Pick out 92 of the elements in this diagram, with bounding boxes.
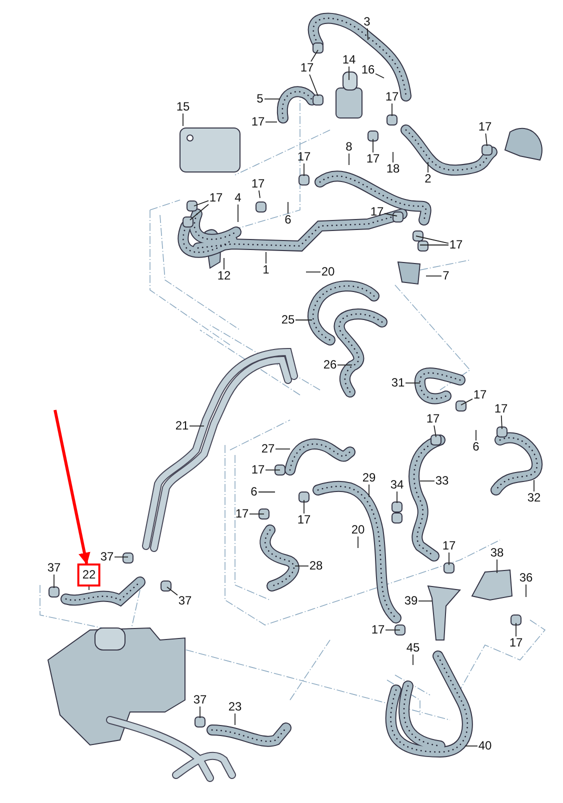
callout-number: 27 <box>260 442 276 456</box>
callout-number: 28 <box>308 560 324 572</box>
callout-number: 17 <box>472 388 488 402</box>
leader-line <box>366 28 368 40</box>
callout-number: 17 <box>493 402 509 416</box>
leader-line <box>372 138 374 153</box>
callout-number: 1 <box>262 264 270 276</box>
callout-number: 17 <box>370 624 386 636</box>
leader-line <box>416 236 449 244</box>
callout-number: 17 <box>296 514 312 526</box>
callout-number: 17 <box>234 508 250 520</box>
leader-line <box>258 190 260 198</box>
callout-number: 17 <box>250 178 266 190</box>
callout-number: 33 <box>434 474 450 488</box>
callout-number: 37 <box>99 550 115 564</box>
callout-number: 17 <box>296 150 312 164</box>
leader-line <box>182 113 184 126</box>
callout-number: 17 <box>508 636 524 650</box>
leader-line <box>190 204 209 220</box>
leader-line <box>448 552 450 566</box>
callout-number: 36 <box>518 572 534 584</box>
callout-number: 17 <box>448 238 464 252</box>
callout-number: 39 <box>403 594 419 608</box>
callout-number: 3 <box>362 16 372 28</box>
arrow <box>54 410 90 565</box>
callout-number: 14 <box>341 54 357 66</box>
leader-line <box>234 713 236 726</box>
callout-number: 38 <box>489 546 505 560</box>
leader-line <box>418 600 432 602</box>
leader-line <box>485 133 488 146</box>
leader-line <box>264 98 280 100</box>
callout-number: 8 <box>344 140 354 154</box>
callout-number: 17 <box>250 464 266 476</box>
callout-number: 21 <box>174 420 190 432</box>
leader-line <box>166 586 178 596</box>
callout-number: 32 <box>526 492 542 504</box>
callout-number: 29 <box>361 472 377 484</box>
callout-number: 15 <box>175 100 191 114</box>
callout-number: 6 <box>472 440 480 454</box>
leader-line <box>500 415 502 430</box>
leader-line <box>405 382 420 384</box>
callout-number: 17 <box>425 412 441 426</box>
callout-number: 37 <box>177 594 193 608</box>
callout-number: 34 <box>389 478 405 492</box>
callout-number: 26 <box>322 358 338 372</box>
callout-number: 6 <box>250 486 258 498</box>
leader-line <box>348 66 350 80</box>
callout-number: 7 <box>442 270 450 282</box>
callout-number: 25 <box>280 314 296 326</box>
callout-number: 17 <box>384 90 400 104</box>
leader-line <box>434 425 436 438</box>
leader-line <box>375 73 384 78</box>
callout-number: 17 <box>250 116 266 128</box>
callout-number: 40 <box>477 740 493 752</box>
leader-line <box>337 364 352 366</box>
callout-number: 2 <box>424 172 432 186</box>
callout-number: 17 <box>477 120 493 134</box>
callout-number: 17 <box>365 152 381 166</box>
callout-number: 17 <box>441 540 457 552</box>
leader-line <box>368 484 370 498</box>
callout-number: 4 <box>234 192 242 204</box>
leader-line <box>496 559 498 574</box>
leader-line <box>412 654 414 666</box>
callout-number: 20 <box>350 524 366 536</box>
callout-number: 20 <box>320 266 336 278</box>
callout-number: 17 <box>208 192 224 204</box>
leader-line <box>309 74 318 96</box>
callout-number: 5 <box>256 92 264 106</box>
callout-number: 16 <box>360 64 376 76</box>
leader-line <box>114 556 128 558</box>
leader-line <box>88 586 90 590</box>
callout-number: 6 <box>284 214 292 226</box>
callout-number: 12 <box>216 270 232 282</box>
leader-line <box>420 244 449 246</box>
callout-number: 18 <box>385 162 401 176</box>
leader-line <box>384 213 398 216</box>
leader-line <box>420 480 435 482</box>
leader-line <box>396 491 398 504</box>
leader-line <box>392 152 394 163</box>
leader-line <box>310 50 318 62</box>
callout-number: 31 <box>390 376 406 390</box>
callout-number: 17 <box>299 62 315 74</box>
leader-line <box>348 153 350 166</box>
leader-line <box>275 448 290 450</box>
highlighted-callout-number: 22 <box>77 564 101 586</box>
leader-line <box>194 200 209 206</box>
callout-number: 23 <box>227 700 243 714</box>
leader-line <box>460 398 473 406</box>
callout-number: 37 <box>46 562 62 574</box>
callout-number: 17 <box>369 206 385 218</box>
callout-number: 45 <box>405 642 421 654</box>
callout-number: 37 <box>192 694 208 706</box>
